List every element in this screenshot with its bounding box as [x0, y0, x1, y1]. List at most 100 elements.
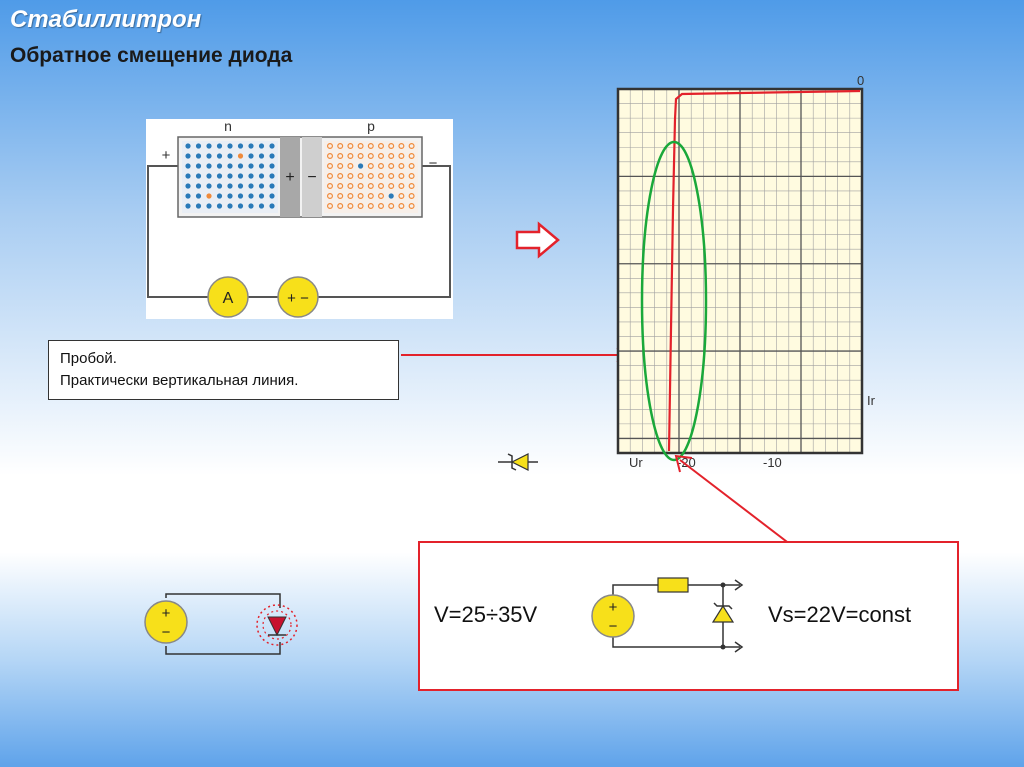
battery-label: + −: [287, 290, 309, 307]
p-holes: [327, 143, 415, 209]
electron-dot: [227, 163, 233, 169]
electron-dot: [258, 153, 265, 159]
electron-dot: [216, 153, 223, 159]
hole-dot: [398, 162, 405, 169]
hole-dot: [367, 152, 374, 159]
depletion-plus-label: +: [285, 169, 294, 186]
electron-dot: [216, 193, 223, 199]
hole-dot: [367, 162, 374, 169]
electron-dot: [216, 163, 223, 169]
hole-dot: [408, 162, 415, 169]
electron-dot: [237, 153, 244, 159]
slide-subtitle: Обратное смещение диода: [10, 44, 293, 67]
electron-dot: [185, 173, 191, 179]
electron-dot: [195, 203, 202, 209]
electron-dot: [185, 193, 191, 199]
hole-dot: [398, 182, 405, 189]
electron-dot: [195, 163, 202, 169]
graph-major-grid: [618, 89, 862, 453]
depletion-minus-label: −: [307, 169, 316, 186]
electron-dot: [269, 183, 275, 189]
hole-dot: [388, 162, 395, 169]
circuit-wire-right: [318, 165, 451, 298]
electron-dot: [227, 193, 233, 199]
hole-dot: [337, 202, 344, 209]
n-electrons: [185, 143, 275, 209]
hole-dot: [327, 182, 334, 189]
hole-dot: [337, 182, 344, 189]
hole-dot: [327, 172, 334, 179]
electron-dot: [258, 193, 265, 199]
breakdown-note: Пробой. Практически вертикальная линия.: [48, 340, 399, 400]
zener-diode-shunt-icon: [711, 602, 735, 623]
hole-dot: [347, 152, 354, 159]
hole-dot: [378, 182, 385, 189]
electron-dot: [206, 173, 212, 179]
stabilizer-battery-plus: +: [609, 599, 618, 616]
burning-diode-icon: [256, 604, 298, 646]
depletion-plus-region: [280, 137, 300, 217]
electron-dot: [185, 153, 191, 159]
battery-icon: [277, 276, 319, 318]
series-resistor: [657, 577, 689, 593]
electron-dot: [258, 143, 265, 149]
p-region: [324, 141, 418, 213]
small-battery-minus: −: [162, 624, 171, 641]
hole-dot: [327, 192, 334, 199]
hole-dot: [357, 182, 364, 189]
reverse-iv-curve: [667, 89, 861, 452]
hole-dot: [337, 192, 344, 199]
electron-dot: [258, 183, 265, 189]
hole-dot: [398, 192, 405, 199]
pn-junction-diagram: n p + − + − A + −: [146, 118, 453, 319]
electron-dot: [269, 193, 275, 199]
small-circuit-wire-bottom: [165, 642, 281, 655]
hole-dot: [357, 192, 364, 199]
electron-dot: [237, 163, 244, 169]
electron-dot: [227, 203, 233, 209]
hole-dot: [327, 202, 334, 209]
hole-dot: [347, 143, 354, 150]
electron-dot: [185, 143, 191, 149]
electron-dot: [269, 173, 275, 179]
electron-dot: [258, 173, 265, 179]
electron-dot: [216, 183, 223, 189]
hole-dot: [347, 172, 354, 179]
hole-dot: [327, 162, 334, 169]
hole-dot: [337, 152, 344, 159]
voltage-axis-label: Ur: [629, 455, 643, 470]
stabilizer-battery-icon: [591, 594, 635, 638]
hole-dot: [398, 172, 405, 179]
current-axis-label: Ir: [867, 393, 876, 408]
electron-dot: [269, 163, 275, 169]
terminal-minus-label: −: [429, 155, 438, 172]
hole-dot: [398, 202, 405, 209]
electron-dot: [269, 153, 275, 159]
hole-dot: [367, 192, 374, 199]
stabilizer-battery-minus: −: [609, 618, 618, 635]
electron-dot: [248, 183, 254, 189]
electron-dot: [206, 143, 212, 149]
hole-dot: [347, 162, 354, 169]
hole-dot: [367, 143, 374, 150]
minority-electron-dot: [388, 193, 394, 199]
electron-dot: [185, 203, 191, 209]
electron-dot: [269, 203, 275, 209]
note-line-breakdown: Пробой.: [60, 350, 117, 367]
small-battery-icon: [144, 600, 188, 644]
hole-dot: [388, 172, 395, 179]
depletion-minus-region: [302, 137, 322, 217]
electron-dot: [206, 163, 212, 169]
electron-dot: [206, 183, 212, 189]
hole-dot: [408, 202, 415, 209]
hole-dot: [367, 172, 374, 179]
electron-dot: [248, 143, 254, 149]
p-label: p: [367, 118, 375, 134]
right-arrow-icon: [515, 221, 560, 259]
hole-dot: [357, 143, 364, 150]
zener-diode-icon: [498, 453, 538, 471]
electron-dot: [248, 193, 254, 199]
terminal-plus-label: +: [162, 147, 171, 164]
ammeter-label: A: [223, 290, 234, 307]
electron-dot: [227, 153, 233, 159]
